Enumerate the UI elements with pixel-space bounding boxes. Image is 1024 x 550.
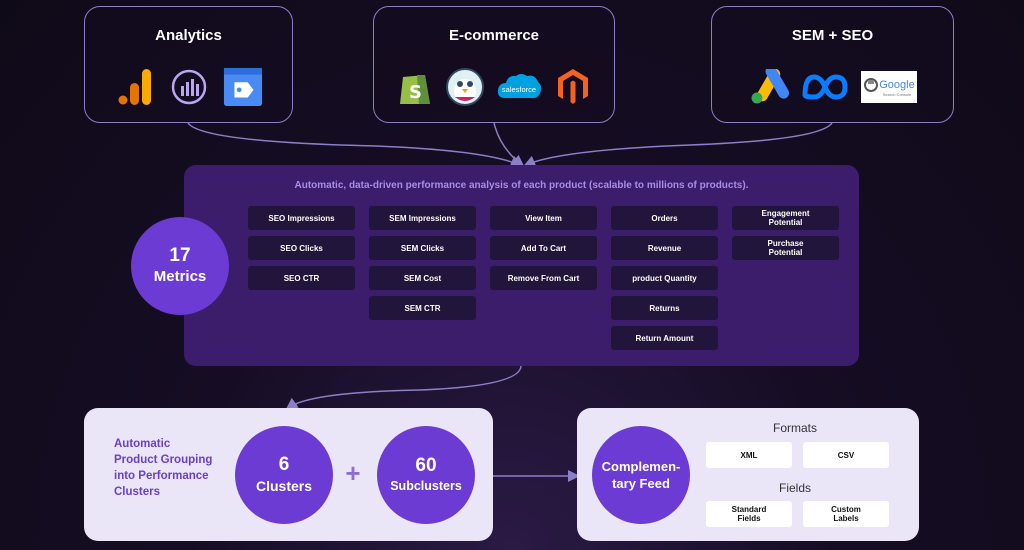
metric-purchase-potential: Purchase Potential [732, 236, 839, 260]
fields-title: Fields [778, 481, 811, 495]
sem-seo-title: SEM + SEO [791, 27, 874, 44]
clusters-label: Clusters [255, 478, 313, 494]
salesforce-icon: salesforce [495, 67, 543, 107]
svg-text:Search Console: Search Console [882, 92, 911, 97]
metric-add-to-cart: Add To Cart [490, 236, 597, 260]
metric-return-amount: Return Amount [611, 326, 718, 350]
svg-text:Google: Google [879, 79, 914, 91]
meta-icon [801, 67, 849, 107]
arrow-analytics [187, 122, 523, 168]
svg-text:salesforce: salesforce [502, 85, 536, 94]
svg-text:S: S [409, 82, 422, 103]
metrics-count: 17 [169, 245, 191, 266]
google-tag-manager-icon [223, 67, 263, 107]
clusters-count: 6 [278, 454, 290, 475]
subclusters-count: 60 [415, 455, 437, 476]
arrow-ecommerce [493, 122, 525, 167]
metric-product-quantity: product Quantity [611, 266, 718, 290]
metric-engagement-potential: Engagement Potential [732, 206, 839, 230]
ecommerce-source-box: E-commerce S salesforce [373, 6, 615, 123]
metric-revenue: Revenue [611, 236, 718, 260]
grouping-label: Automatic Product Grouping into Performa… [114, 438, 213, 498]
metric-remove-from-cart: Remove From Cart [490, 266, 597, 290]
analytics-source-box: Analytics [84, 6, 293, 123]
metric-seo-impressions: SEO Impressions [248, 206, 355, 230]
metric-sem-ctr: SEM CTR [369, 296, 476, 320]
complementary-feed-circle: Complemen- tary Feed [592, 426, 690, 524]
subclusters-circle: 60 Subclusters [377, 426, 475, 524]
format-csv: CSV [803, 442, 889, 468]
plus-sign: + [345, 458, 361, 488]
sem-seo-source-box: SEM + SEO Google Search Console [711, 6, 954, 123]
metric-sem-cost: SEM Cost [369, 266, 476, 290]
arrow-to-grouping [285, 365, 522, 410]
metric-seo-clicks: SEO Clicks [248, 236, 355, 260]
metrics-label: Metrics [153, 268, 207, 285]
metric-seo-ctr: SEO CTR [248, 266, 355, 290]
prestashop-icon [445, 67, 485, 107]
arrow-sem-seo [523, 122, 833, 167]
ecommerce-title: E-commerce [448, 27, 540, 44]
metric-returns: Returns [611, 296, 718, 320]
metric-sem-clicks: SEM Clicks [369, 236, 476, 260]
metrics-count-circle: 17 Metrics [131, 217, 229, 315]
google-analytics-icon [115, 67, 155, 107]
metric-view-item: View Item [490, 206, 597, 230]
shopify-icon: S [395, 67, 435, 107]
analysis-panel: Automatic, data-driven performance analy… [184, 165, 859, 366]
field-standard: Standard Fields [706, 501, 792, 527]
clusters-circle: 6 Clusters [235, 426, 333, 524]
field-custom-labels: Custom Labels [803, 501, 889, 527]
metric-sem-impressions: SEM Impressions [369, 206, 476, 230]
google-ads-icon [749, 67, 789, 107]
formats-title: Formats [772, 421, 817, 435]
subclusters-label: Subclusters [390, 479, 462, 493]
adobe-analytics-icon [169, 67, 209, 107]
analytics-title: Analytics [155, 27, 222, 44]
magento-icon [553, 67, 593, 107]
analysis-caption: Automatic, data-driven performance analy… [294, 180, 749, 191]
google-search-console-icon: Google Search Console [860, 67, 917, 107]
complementary-feed-label: Complemen- tary Feed [601, 459, 681, 491]
metric-orders: Orders [611, 206, 718, 230]
format-xml: XML [706, 442, 792, 468]
